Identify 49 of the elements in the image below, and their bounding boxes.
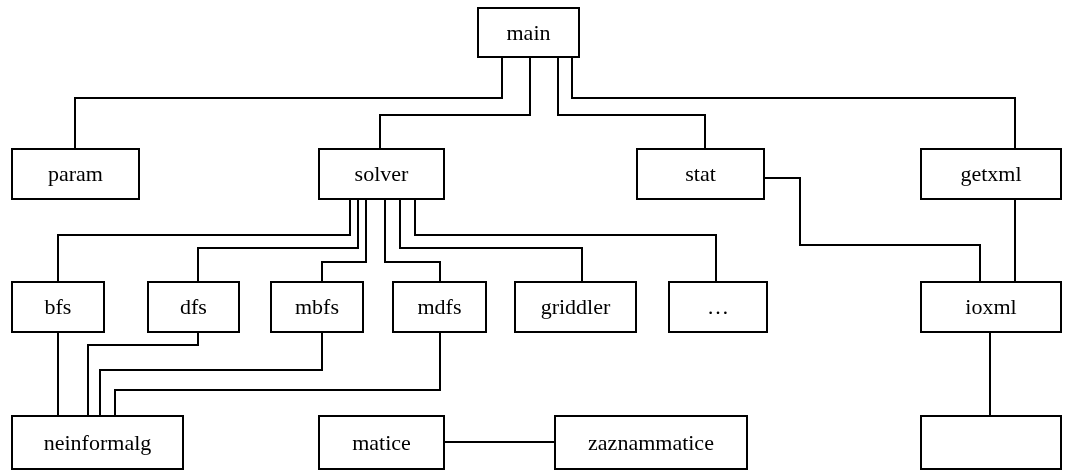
module-name: matice bbox=[352, 429, 411, 456]
module-box bbox=[668, 281, 768, 333]
connector-line bbox=[414, 199, 717, 282]
connector-line bbox=[1014, 199, 1016, 282]
module-box bbox=[920, 148, 1062, 200]
connector-line bbox=[399, 199, 583, 282]
module-name: main bbox=[506, 19, 551, 46]
module-name: param bbox=[48, 161, 103, 187]
module-name: … bbox=[707, 294, 729, 320]
connector-line bbox=[197, 199, 359, 282]
connector-line bbox=[57, 332, 59, 416]
connector-line bbox=[444, 441, 555, 443]
module-name: neinformalg bbox=[43, 429, 152, 456]
module-box bbox=[920, 281, 1062, 333]
module-box bbox=[270, 281, 364, 333]
connector-line bbox=[114, 332, 441, 416]
module-name: getxml bbox=[960, 161, 1022, 187]
module-box bbox=[11, 415, 184, 470]
connector-line bbox=[87, 332, 199, 416]
module-name: ioxml bbox=[965, 294, 1017, 320]
connector-line bbox=[57, 199, 351, 282]
module-box bbox=[554, 415, 748, 470]
connector-line bbox=[99, 332, 323, 416]
connector-line bbox=[571, 57, 1016, 149]
connector-line bbox=[384, 199, 441, 282]
module-box bbox=[318, 148, 445, 200]
module-name: bfs bbox=[44, 294, 72, 320]
module-box bbox=[636, 148, 765, 200]
module-box bbox=[147, 281, 240, 333]
module-box bbox=[11, 148, 140, 200]
empty-box bbox=[920, 415, 1062, 470]
connector-line bbox=[989, 332, 991, 416]
module-name: dfs bbox=[180, 294, 207, 320]
connector-line bbox=[379, 57, 531, 149]
module-name: mdfs bbox=[417, 294, 462, 320]
module-name: solver bbox=[354, 161, 409, 187]
module-name: stat bbox=[685, 161, 716, 187]
module-name: griddler bbox=[540, 294, 611, 320]
module-box bbox=[514, 281, 637, 333]
connector-line bbox=[557, 57, 706, 149]
module-box bbox=[318, 415, 445, 470]
module-name: zaznammatice bbox=[588, 429, 714, 456]
connector-line bbox=[764, 177, 981, 282]
module-box bbox=[392, 281, 487, 333]
module-box bbox=[477, 7, 580, 58]
module-box bbox=[11, 281, 105, 333]
connector-line bbox=[321, 199, 367, 282]
module-name: mbfs bbox=[295, 294, 339, 320]
connector-line bbox=[74, 57, 503, 149]
